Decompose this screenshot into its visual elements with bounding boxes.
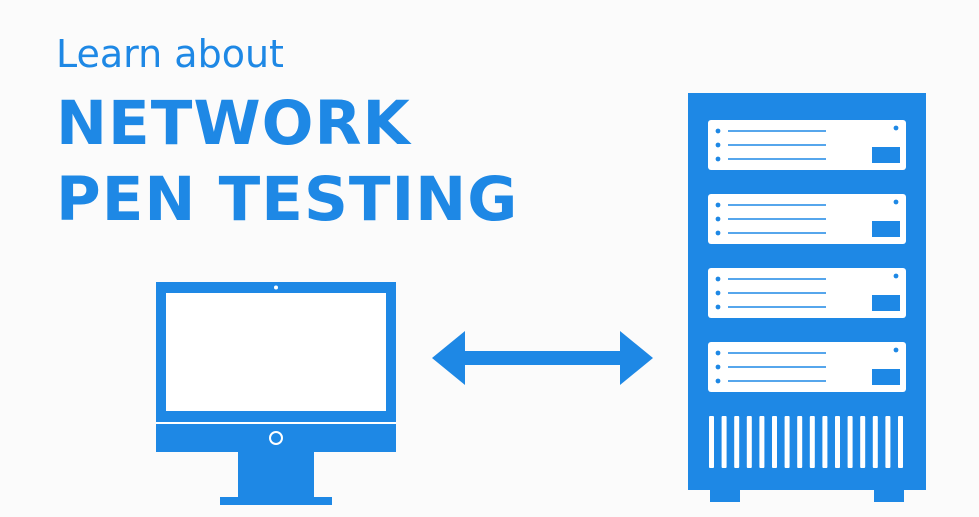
double-arrow-shape xyxy=(432,331,653,385)
desktop-monitor-icon xyxy=(156,282,396,505)
server-unit-led xyxy=(715,378,721,384)
heading-title-line-1: NETWORK xyxy=(56,88,411,159)
server-vent-slot xyxy=(885,416,891,468)
server-vent-slot xyxy=(709,416,714,468)
server-unit-led xyxy=(715,276,721,282)
server-rack-foot-left xyxy=(710,490,740,502)
server-unit-led xyxy=(715,364,721,370)
heading-subtitle: Learn about xyxy=(56,32,284,76)
server-vent-slot xyxy=(797,416,803,468)
server-unit-led xyxy=(715,216,721,222)
server-unit-led xyxy=(715,128,721,134)
server-unit-led xyxy=(715,230,721,236)
double-arrow-icon xyxy=(432,331,653,385)
server-vent-slot xyxy=(898,416,903,468)
server-vent-slot xyxy=(721,416,727,468)
server-unit-status-dot xyxy=(893,125,899,131)
server-unit-led xyxy=(715,290,721,296)
heading-title-line-2: PEN TESTING xyxy=(56,164,519,235)
monitor-power-button xyxy=(269,431,283,445)
server-vent-slot xyxy=(746,416,752,468)
monitor-screen xyxy=(166,293,386,411)
server-vent-slot xyxy=(784,416,790,468)
server-unit-drive-bay xyxy=(872,295,900,311)
server-vent-slot xyxy=(860,416,866,468)
server-rack-foot-right xyxy=(874,490,904,502)
server-vent-slot xyxy=(759,416,765,468)
server-unit-status-dot xyxy=(893,199,899,205)
server-unit-drive-bay xyxy=(872,369,900,385)
server-unit-status-dot xyxy=(893,347,899,353)
server-vent-slot xyxy=(809,416,815,468)
server-unit-led xyxy=(715,350,721,356)
monitor-base xyxy=(220,497,332,505)
server-unit-drive-bay xyxy=(872,147,900,163)
server-vent-slot xyxy=(734,416,740,468)
server-unit-led xyxy=(715,142,721,148)
server-unit-status-dot xyxy=(893,273,899,279)
server-vent-slot xyxy=(822,416,828,468)
monitor-camera xyxy=(274,285,278,290)
server-rack-icon xyxy=(688,93,926,502)
server-vent-slot xyxy=(847,416,853,468)
server-vent-slot xyxy=(872,416,878,468)
monitor-neck xyxy=(238,452,314,497)
server-vent-slot xyxy=(835,416,840,468)
heading: Learn about NETWORK PEN TESTING xyxy=(56,30,518,238)
server-unit-led xyxy=(715,304,721,310)
server-unit-led xyxy=(715,202,721,208)
server-unit-led xyxy=(715,156,721,162)
server-unit-drive-bay xyxy=(872,221,900,237)
server-vent-slot xyxy=(772,416,777,468)
